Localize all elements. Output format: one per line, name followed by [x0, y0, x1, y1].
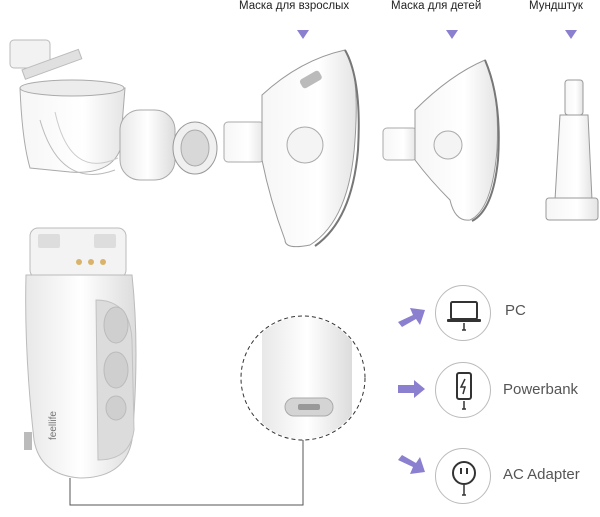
adult-mask [223, 49, 360, 248]
nebulizer-device [24, 227, 137, 479]
label-mouthpiece: Мундштук [529, 0, 583, 12]
arrow-down-icon [446, 30, 458, 39]
ac-adapter-option-circle [435, 448, 491, 504]
mouthpiece [545, 79, 599, 221]
power-option-pc: PC [505, 302, 526, 319]
arrow-down-icon [565, 30, 577, 39]
pc-option-circle [435, 285, 491, 341]
phone-battery-icon [456, 372, 472, 410]
purple-arrows [398, 308, 425, 474]
power-option-powerbank: Powerbank [503, 381, 579, 398]
usb-port-zoom [240, 315, 366, 441]
label-adult-mask: Маска для взрослых [239, 0, 350, 12]
child-mask [382, 59, 500, 222]
powerbank-option-circle [435, 362, 491, 418]
wall-socket-icon [452, 461, 476, 496]
laptop-icon [447, 301, 481, 331]
arrow-down-icon [297, 30, 309, 39]
power-option-ac-adapter: AC Adapter [503, 466, 580, 483]
label-child-mask: Маска для детей [391, 0, 482, 12]
brand-label: feellife [48, 411, 59, 440]
medicine-cup [9, 39, 218, 181]
